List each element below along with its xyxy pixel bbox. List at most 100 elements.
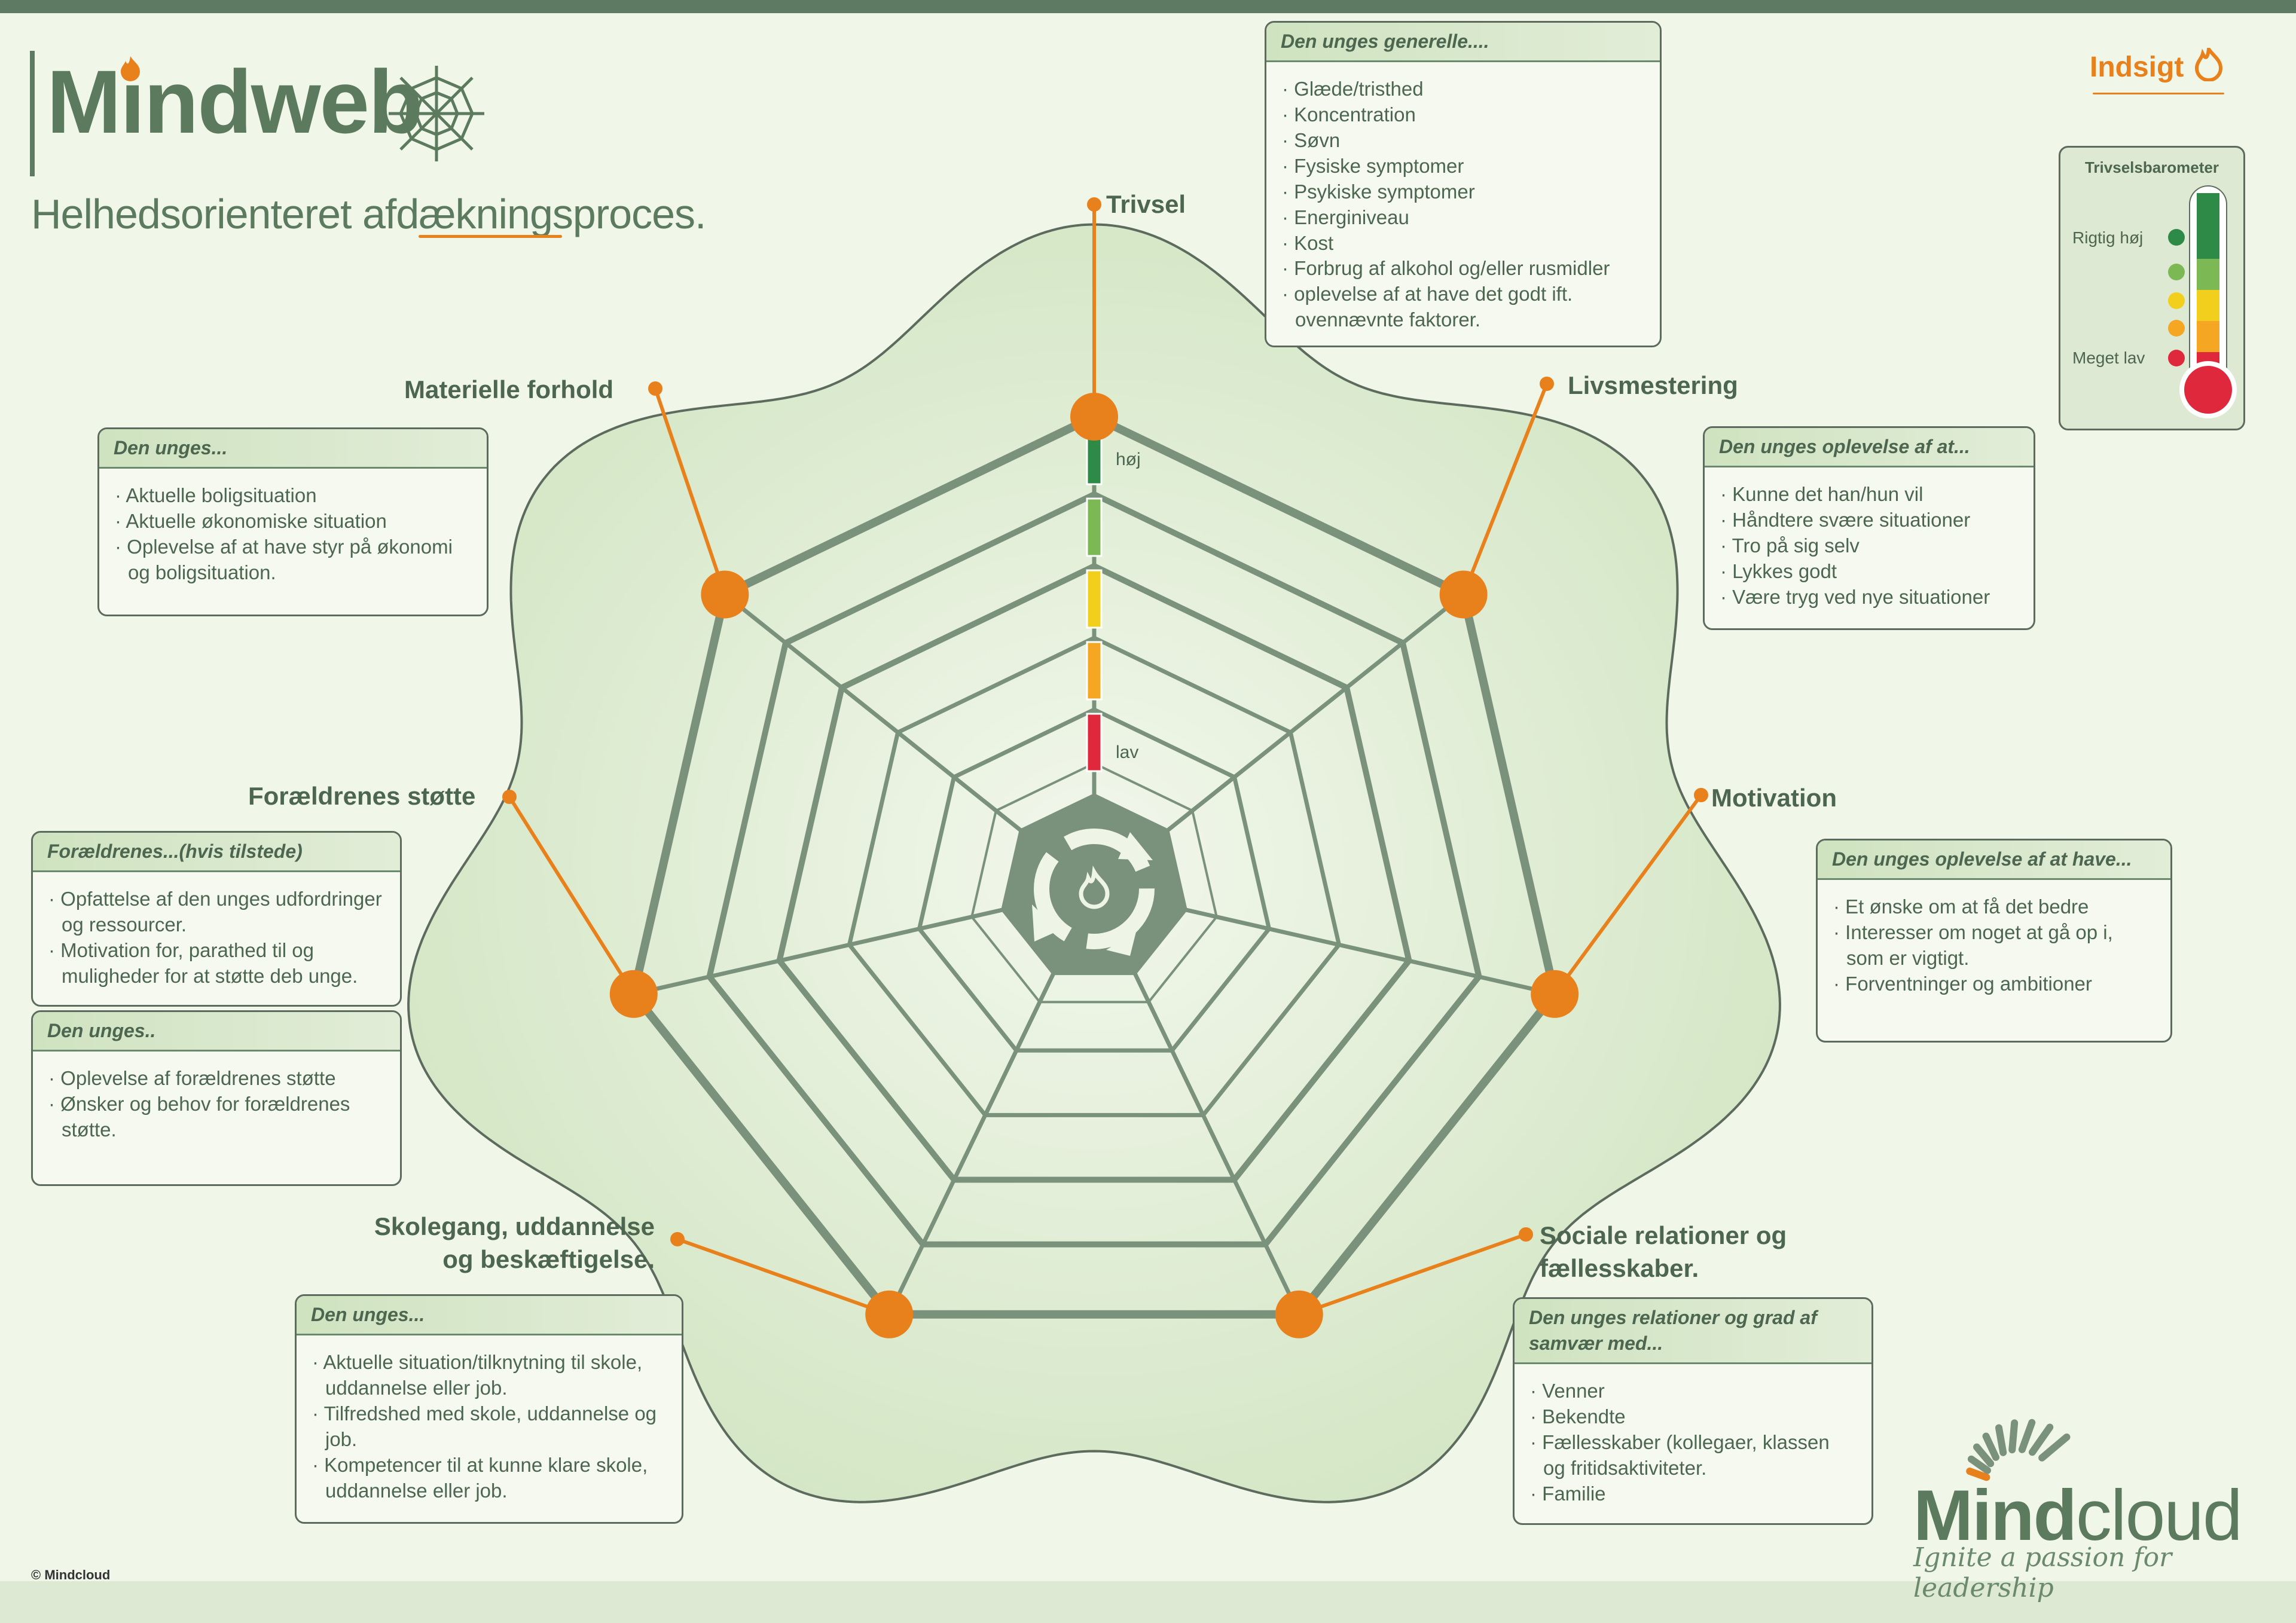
web-spoke bbox=[1123, 952, 1301, 1316]
list-item: Være tryg ved nye situationer bbox=[1720, 585, 2018, 610]
web-spoke bbox=[633, 903, 1025, 997]
list-item: Ønsker og behov for forældrenes støtte. bbox=[48, 1092, 384, 1143]
barometer-title: Trivselsbarometer bbox=[2084, 158, 2219, 176]
page-subtitle: Helhedsorienteret afdækningsproces. bbox=[31, 191, 706, 237]
arc-bar bbox=[1973, 1443, 1995, 1468]
axis-node[interactable] bbox=[1070, 393, 1118, 441]
info-box-materielle: Den unges... Aktuelle boligsituationAktu… bbox=[97, 427, 488, 616]
axis-node[interactable] bbox=[1531, 970, 1579, 1018]
info-box-sociale: Den unges relationer og grad af samvær m… bbox=[1513, 1297, 1873, 1525]
web-spoke bbox=[723, 592, 1040, 846]
leader-line bbox=[654, 388, 727, 595]
list-item: Forventninger og ambitioner bbox=[1833, 971, 2155, 997]
web-spoke bbox=[1164, 903, 1555, 997]
axis-leader-lines bbox=[502, 197, 1708, 1316]
list-item: Aktuelle boligsituation bbox=[115, 483, 471, 509]
leader-line bbox=[1298, 1233, 1526, 1316]
list-item: oplevelse af at have det godt ift. ovenn… bbox=[1282, 282, 1644, 333]
scale-high-label: høj bbox=[1116, 450, 1141, 469]
list-item: Tro på sig selv bbox=[1720, 533, 2018, 559]
info-box-heading: Den unges relationer og grad af samvær m… bbox=[1515, 1299, 1871, 1365]
info-box-foraeldre-1: Forældrenes...(hvis tilstede) Opfattelse… bbox=[31, 831, 402, 1007]
web-ring bbox=[706, 491, 1482, 1248]
arc-bar bbox=[1982, 1432, 2000, 1461]
list-item: Glæde/tristhed bbox=[1282, 77, 1644, 102]
axis-label-line: Sociale relationer og bbox=[1540, 1221, 1787, 1249]
info-box-skolegang: Den unges... Aktuelle situation/tilknytn… bbox=[295, 1294, 683, 1524]
scale-bar bbox=[1086, 426, 1103, 772]
cycle-icon bbox=[1032, 829, 1155, 956]
web-ring bbox=[776, 563, 1412, 1183]
list-item: Fysiske symptomer bbox=[1282, 154, 1644, 179]
arc-bar bbox=[2018, 1419, 2036, 1453]
web-spoke bbox=[887, 952, 1065, 1316]
leader-line bbox=[508, 796, 636, 995]
subtitle-underline bbox=[419, 235, 562, 238]
scale-low-label: lav bbox=[1116, 742, 1138, 762]
list-item: Fællesskaber (kollegaer, klassen og frit… bbox=[1530, 1430, 1856, 1481]
mindcloud-arc-icon bbox=[1966, 1419, 2071, 1481]
axis-label-foraeldre: Forældrenes støtte bbox=[248, 782, 476, 810]
list-item: Tilfredshed med skole, uddannelse og job… bbox=[312, 1401, 666, 1453]
leader-dot bbox=[1694, 788, 1708, 802]
info-box-heading: Den unges generelle.... bbox=[1266, 23, 1660, 63]
axis-node[interactable] bbox=[1439, 570, 1488, 619]
list-item: Kost bbox=[1282, 231, 1644, 256]
axis-label-materielle: Materielle forhold bbox=[404, 375, 614, 404]
leader-line bbox=[676, 1237, 890, 1316]
thermometer-graphic bbox=[2168, 185, 2237, 418]
copyright: © Mindcloud bbox=[31, 1567, 111, 1582]
axis-label-motivation: Motivation bbox=[1711, 784, 1837, 812]
leader-dot bbox=[1087, 197, 1101, 212]
leader-dot bbox=[670, 1232, 685, 1246]
info-box-foraeldre-2: Den unges.. Oplevelse af forældrenes stø… bbox=[31, 1010, 402, 1186]
web-ring bbox=[970, 762, 1218, 1004]
list-item: Opfattelse af den unges udfordringer og … bbox=[48, 887, 384, 938]
info-box-heading: Den unges... bbox=[297, 1296, 682, 1336]
mindweb-logo: Mindweb bbox=[47, 51, 423, 152]
list-item: Familie bbox=[1530, 1481, 1856, 1507]
scale-segment bbox=[1086, 497, 1103, 557]
info-box-livsmestering: Den unges oplevelse af at... Kunne det h… bbox=[1703, 426, 2035, 630]
axis-node[interactable] bbox=[701, 570, 749, 619]
info-box-list: Opfattelse af den unges udfordringer og … bbox=[33, 872, 400, 1001]
web-ring bbox=[629, 412, 1559, 1319]
info-box-heading: Forældrenes...(hvis tilstede) bbox=[33, 833, 400, 873]
top-bar bbox=[0, 0, 2296, 13]
axis-label-livsmestering: Livsmestering bbox=[1568, 371, 1738, 399]
axis-node[interactable] bbox=[609, 970, 658, 1018]
list-item: Venner bbox=[1530, 1379, 1856, 1404]
arc-bar bbox=[1995, 1424, 2007, 1456]
list-item: Lykkes godt bbox=[1720, 559, 2018, 585]
list-item: Et ønske om at få det bedre bbox=[1833, 894, 2155, 920]
list-item: Interesser om noget at gå op i, som er v… bbox=[1833, 920, 2155, 971]
list-item: Aktuelle situation/tilknytning til skole… bbox=[312, 1350, 666, 1401]
axis-node[interactable] bbox=[865, 1290, 914, 1338]
arc-bar bbox=[2038, 1434, 2071, 1462]
list-item: Motivation for, parathed til og mulighed… bbox=[48, 938, 384, 989]
web-rings bbox=[629, 412, 1559, 1319]
arc-bar bbox=[1967, 1455, 1991, 1474]
list-item: Energiniveau bbox=[1282, 205, 1644, 231]
thermometer-segment bbox=[2197, 321, 2219, 352]
web-ring bbox=[917, 707, 1271, 1053]
axis-label-line: og beskæftigelse. bbox=[442, 1245, 655, 1273]
info-box-list: Aktuelle boligsituationAktuelle økonomis… bbox=[99, 469, 487, 598]
info-box-motivation: Den unges oplevelse af at have... Et øns… bbox=[1816, 839, 2172, 1043]
arc-bar bbox=[2029, 1423, 2054, 1456]
info-box-list: Oplevelse af forældrenes støtteØnsker og… bbox=[33, 1052, 400, 1155]
leader-dot bbox=[502, 790, 517, 804]
axis-node[interactable] bbox=[1275, 1290, 1323, 1338]
list-item: Koncentration bbox=[1282, 102, 1644, 128]
leader-line bbox=[1553, 794, 1703, 995]
bottom-bar bbox=[0, 1581, 2296, 1623]
leader-dot bbox=[1519, 1227, 1533, 1242]
thermometer-segment bbox=[2197, 290, 2219, 321]
arc-bar bbox=[1966, 1468, 1990, 1481]
info-box-heading: Den unges oplevelse af at... bbox=[1705, 428, 2034, 468]
title-accent-line bbox=[30, 51, 35, 176]
info-box-list: Et ønske om at få det bedreInteresser om… bbox=[1818, 880, 2170, 1009]
info-box-heading: Den unges... bbox=[99, 429, 487, 469]
mindcloud-logo: Mindcloud bbox=[1913, 1475, 2243, 1555]
